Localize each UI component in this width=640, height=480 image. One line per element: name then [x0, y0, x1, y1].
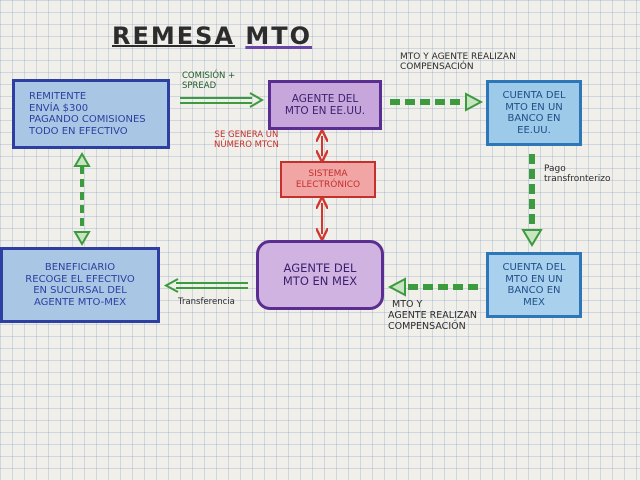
- note-compensacion-us: MTO y agente realizan compensación: [400, 52, 516, 73]
- box-sistema-electronico: Sistema electrónico: [280, 161, 376, 198]
- arrow-cuenta-us-to-cuenta-mex: [521, 154, 543, 247]
- agente-us-line-2: MTO en EE.UU.: [284, 105, 366, 117]
- box-cuenta-mex: Cuenta del MTO en un banco en MEX: [486, 252, 582, 318]
- note-mtcn: Se genera un número MTCN: [214, 130, 279, 151]
- beneficiario-line-4: agente MTO-Mex: [33, 296, 127, 308]
- note-comision-line-1: Comisión +: [182, 71, 236, 81]
- arrow-cuenta-mex-to-agente-mex: [387, 277, 478, 297]
- beneficiario-line-1: Beneficiario: [44, 262, 116, 273]
- note-comp-mex-line-2: agente realizan: [388, 309, 477, 321]
- arrow-agente-us-to-cuenta-us: [390, 92, 484, 112]
- note-comp-us-line-1: MTO y agente realizan: [400, 52, 516, 62]
- cuenta-us-line-4: EE.UU.: [517, 124, 551, 136]
- title-word-mto: MTO: [245, 22, 313, 50]
- beneficiario-line-2: recoge el efectivo: [25, 273, 135, 285]
- arrow-remitente-beneficiario: [73, 152, 91, 246]
- sistema-line-2: electrónico: [295, 179, 361, 190]
- box-cuenta-us: Cuenta del MTO en un banco en EE.UU.: [486, 80, 582, 146]
- note-compensacion-mex: MTO y agente realizan compensación: [388, 299, 477, 333]
- note-pago-line-1: Pago: [544, 164, 566, 174]
- note-mtcn-line-1: Se genera un: [214, 130, 279, 140]
- agente-mex-line-1: Agente del: [283, 260, 357, 275]
- box-agente-mex: Agente del MTO en MEX: [256, 240, 384, 310]
- note-comision-line-2: spread: [182, 80, 217, 91]
- box-beneficiario: Beneficiario recoge el efectivo en sucur…: [0, 247, 160, 323]
- cuenta-us-line-1: Cuenta del: [502, 90, 566, 101]
- cuenta-mex-line-1: Cuenta del: [502, 262, 566, 273]
- remitente-line-3: Pagando comisiones: [29, 114, 146, 125]
- note-comision: Comisión + spread: [182, 71, 236, 92]
- cuenta-us-line-3: banco en: [507, 113, 561, 124]
- box-agente-us: Agente del MTO en EE.UU.: [268, 80, 382, 130]
- agente-us-line-1: Agente del: [291, 92, 359, 105]
- sistema-line-1: Sistema: [308, 169, 348, 180]
- remitente-line-2: envía $300: [29, 102, 89, 114]
- diagram-title: Remesa MTO: [112, 22, 312, 50]
- box-remitente: Remitente envía $300 Pagando comisiones …: [12, 79, 170, 149]
- note-pago-transfronterizo: Pago transfronterizo: [544, 164, 611, 185]
- cuenta-mex-line-3: banco en: [507, 285, 561, 296]
- beneficiario-line-3: en sucursal del: [33, 285, 127, 296]
- note-comp-mex-line-1: MTO y: [392, 299, 423, 310]
- cuenta-mex-line-4: MEX: [523, 296, 545, 308]
- note-comp-mex-line-3: compensación: [388, 320, 466, 332]
- note-pago-line-2: transfronterizo: [544, 174, 611, 185]
- arrow-agente-mex-to-beneficiario: [163, 278, 248, 293]
- cuenta-us-line-2: MTO en un: [505, 101, 563, 113]
- note-comp-us-line-2: compensación: [400, 62, 474, 73]
- note-mtcn-line-2: número MTCN: [214, 139, 279, 150]
- note-transferencia: Transferencia: [178, 297, 235, 307]
- cuenta-mex-line-2: MTO en un: [505, 273, 563, 285]
- remitente-line-4: todo en efectivo: [29, 125, 128, 137]
- arrow-remitente-to-agente: [180, 92, 264, 108]
- agente-mex-line-2: MTO en MEX: [282, 274, 358, 288]
- remitente-line-1: Remitente: [29, 91, 87, 102]
- title-word-remesa: Remesa: [112, 22, 236, 50]
